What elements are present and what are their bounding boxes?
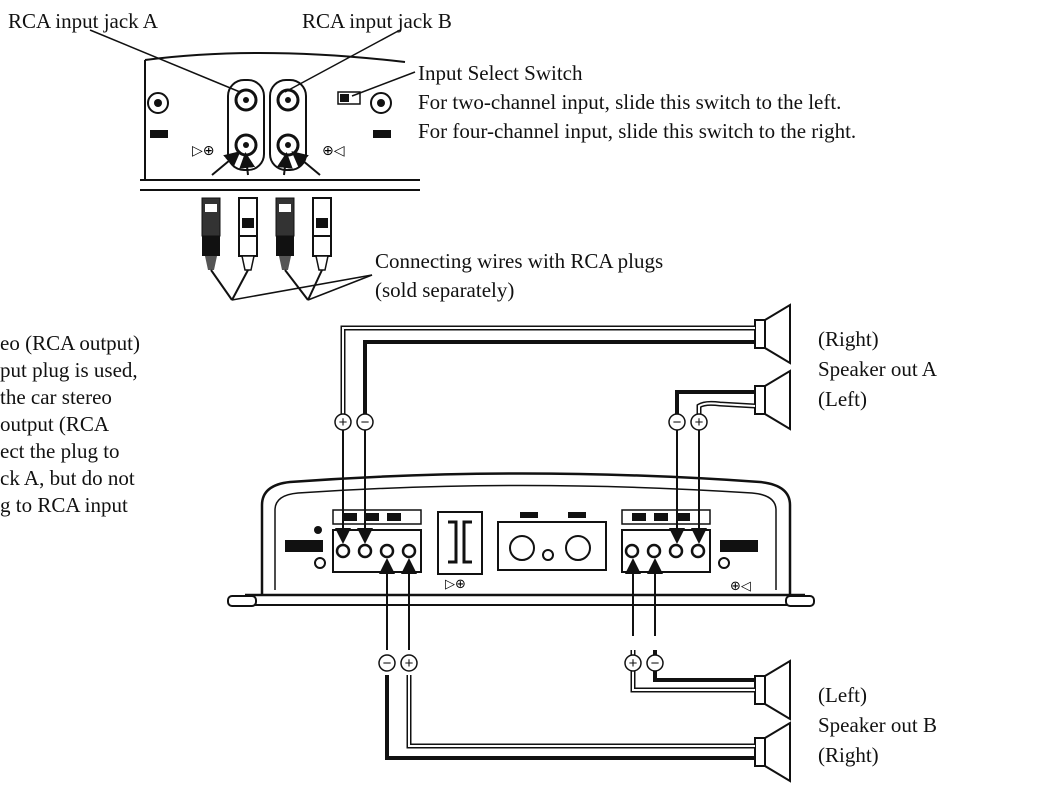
input-panel: ▷⊕ ⊕◁ [140, 49, 420, 191]
label-input-select-switch: Input Select Switch [418, 61, 583, 85]
rca-plugs [201, 197, 332, 301]
note-line: the car stereo [0, 385, 112, 409]
minus-symbol [668, 413, 686, 431]
plus-symbol [690, 413, 708, 431]
svg-text:⊕◁: ⊕◁ [322, 143, 345, 159]
plus-sign: + [695, 414, 704, 431]
svg-text:▷⊕: ▷⊕ [445, 577, 466, 592]
plus-symbol [334, 413, 352, 431]
minus-sign: − [361, 414, 370, 431]
minus-sign: − [383, 655, 392, 672]
plus-symbol [624, 654, 642, 672]
svg-text:⊕◁: ⊕◁ [730, 579, 751, 594]
speaker-left-a [754, 369, 791, 431]
note-line: g to RCA input [0, 493, 128, 517]
label-rca-wires: Connecting wires with RCA plugs [375, 249, 664, 273]
speaker-left-b [754, 659, 791, 721]
label-right-a: (Right) [818, 327, 879, 351]
plus-symbol [400, 654, 418, 672]
minus-symbol [646, 654, 664, 672]
label-four-channel: For four-channel input, slide this switc… [418, 119, 857, 143]
label-left-a: (Left) [818, 387, 867, 411]
label-two-channel: For two-channel input, slide this switch… [418, 90, 842, 114]
note-line: ck A, but do not [0, 466, 135, 490]
note-line: ect the plug to [0, 439, 120, 463]
minus-sign: − [673, 414, 682, 431]
svg-text:▷⊕: ▷⊕ [192, 143, 215, 159]
label-left-b: (Left) [818, 683, 867, 707]
plus-sign: + [405, 655, 414, 672]
note-line: put plug is used, [0, 358, 138, 382]
speaker-right-b [754, 721, 791, 783]
minus-sign: − [651, 655, 660, 672]
note-line: output (RCA [0, 412, 110, 436]
plus-sign: + [339, 414, 348, 431]
label-rca-jack-a: RCA input jack A [8, 9, 158, 33]
plus-sign: + [629, 655, 638, 672]
label-sold-separately: (sold separately) [375, 278, 515, 302]
minus-symbol [356, 413, 374, 431]
label-speaker-out-b: Speaker out B [818, 713, 937, 737]
label-rca-jack-b: RCA input jack B [302, 9, 452, 33]
left-note: eo (RCA output) put plug is used, the ca… [0, 330, 140, 519]
label-speaker-out-a: Speaker out A [818, 357, 937, 381]
speaker-right-a [754, 303, 791, 365]
minus-symbol [378, 654, 396, 672]
label-right-b: (Right) [818, 743, 879, 767]
note-line: eo (RCA output) [0, 331, 140, 355]
amplifier-body: ▷⊕ ⊕◁ [227, 472, 815, 607]
